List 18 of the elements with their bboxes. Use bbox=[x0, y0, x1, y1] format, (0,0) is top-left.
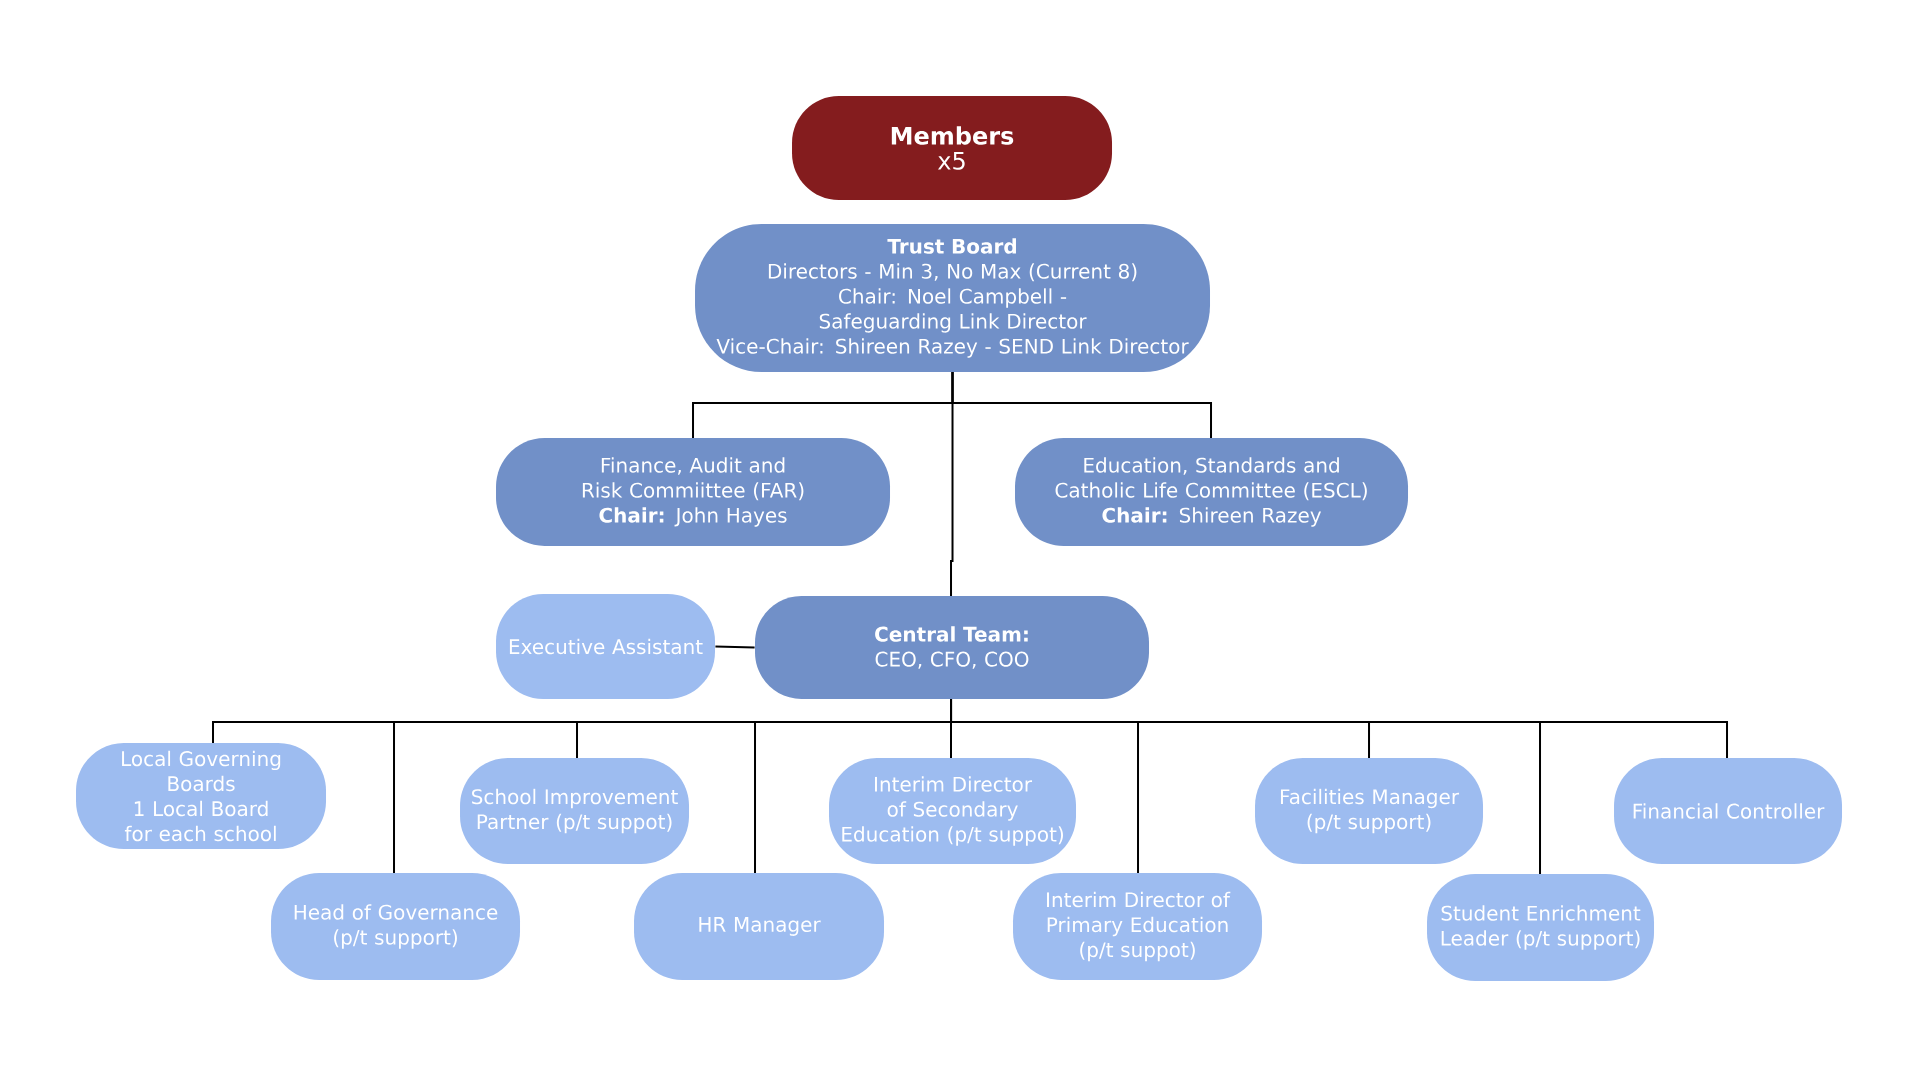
connector-line bbox=[714, 645, 756, 649]
governance-box: Trust Board Directors - Min 3, No Max (Current 8) Chair: Noel Campbell - Safeguarding Link Director Vice-Chair: Shireen Razey - SEND Link Director bbox=[695, 224, 1210, 372]
role-box: Interim Director of Secondary Education (p/t suppot) bbox=[829, 758, 1076, 864]
governance-box: Finance, Audit and Risk Commiittee (FAR) Chair: John Hayes bbox=[496, 438, 890, 546]
governance-box: Central Team: CEO, CFO, COO bbox=[755, 596, 1149, 699]
governance-box: Education, Standards and Catholic Life Committee (ESCL) Chair: Shireen Razey bbox=[1015, 438, 1408, 546]
role-box: School Improvement Partner (p/t suppot) bbox=[460, 758, 689, 864]
role-box: Local Governing Boards 1 Local Board for each school bbox=[76, 743, 326, 849]
role-box: Head of Governance (p/t support) bbox=[271, 873, 520, 980]
connector-line bbox=[950, 698, 1728, 759]
members-box: Members x5 bbox=[792, 96, 1112, 200]
role-box: Executive Assistant bbox=[496, 594, 715, 699]
role-box: HR Manager bbox=[634, 873, 884, 980]
connector-line bbox=[950, 371, 954, 597]
role-box: Interim Director of Primary Education (p/t suppot) bbox=[1013, 873, 1262, 980]
role-box: Student Enrichment Leader (p/t support) bbox=[1427, 874, 1654, 981]
role-box: Facilities Manager (p/t support) bbox=[1255, 758, 1483, 864]
role-box: Financial Controller bbox=[1614, 758, 1842, 864]
